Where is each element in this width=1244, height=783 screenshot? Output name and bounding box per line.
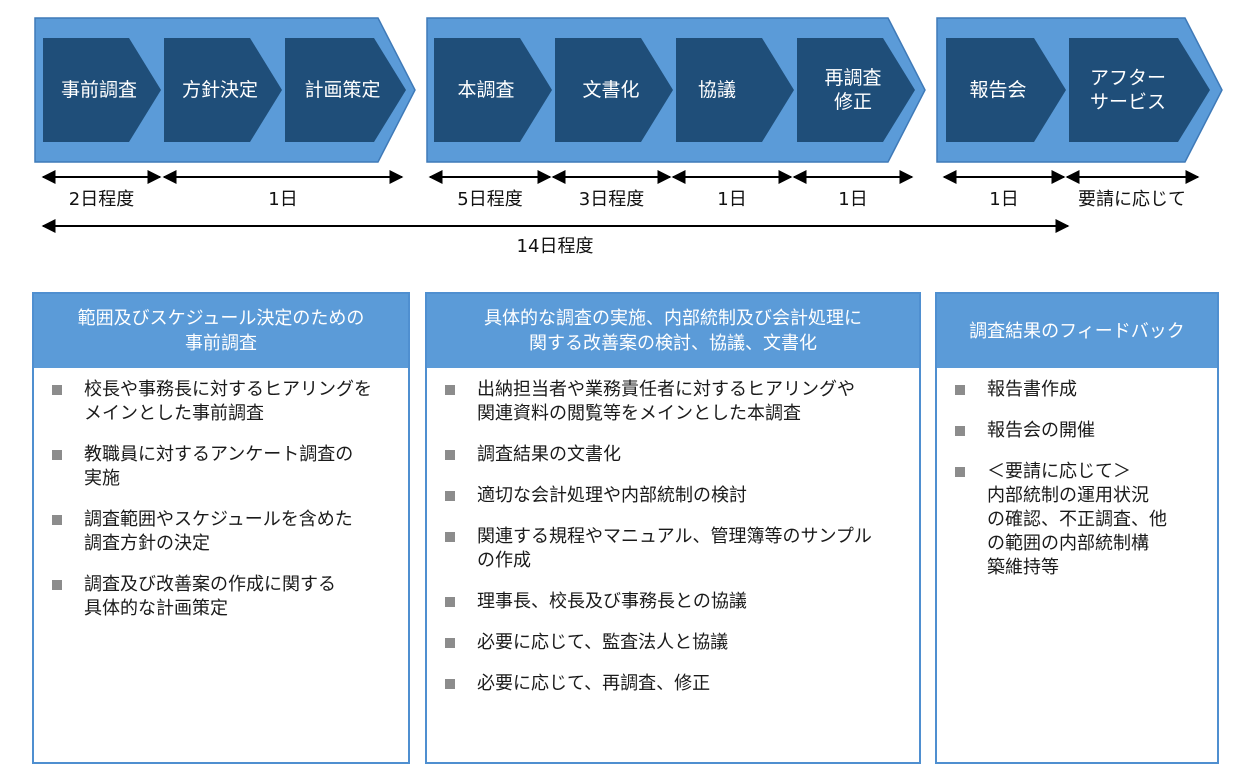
- step-chevron-5: [555, 38, 673, 142]
- panel-title: 具体的な調査の実施、内部統制及び会計処理に 関する改善案の検討、協議、文書化: [427, 294, 919, 368]
- list-item: 適切な会計処理や内部統制の検討: [445, 484, 911, 508]
- list-item: 校長や事務長に対するヒアリングを メインとした事前調査: [52, 378, 400, 426]
- panel-item-list: 報告書作成 報告会の開催 ＜要請に応じて＞ 内部統制の運用状況 の確認、不正調査…: [937, 368, 1217, 580]
- panel-item-list: 校長や事務長に対するヒアリングを メインとした事前調査 教職員に対するアンケート…: [34, 368, 408, 621]
- panel-feedback: 調査結果のフィードバック 報告書作成 報告会の開催 ＜要請に応じて＞ 内部統制の…: [935, 292, 1219, 764]
- duration-label-4: 3日程度: [578, 189, 645, 210]
- total-duration-label: 14日程度: [516, 236, 594, 257]
- list-item: 調査範囲やスケジュールを含めた 調査方針の決定: [52, 508, 400, 556]
- square-bullet-icon: [445, 491, 455, 501]
- step-label-4: 本調査: [457, 79, 515, 101]
- square-bullet-icon: [445, 450, 455, 460]
- list-item: 関連する規程やマニュアル、管理簿等のサンプル の作成: [445, 525, 911, 573]
- square-bullet-icon: [955, 467, 965, 477]
- step-chevron-4: [434, 38, 552, 142]
- list-item: 必要に応じて、監査法人と協議: [445, 631, 911, 655]
- step-label-6: 協議: [697, 79, 736, 101]
- list-item: 報告会の開催: [955, 419, 1209, 443]
- list-item: 出納担当者や業務責任者に対するヒアリングや 関連資料の閲覧等をメインとした本調査: [445, 378, 911, 426]
- step-chevron-3: [285, 38, 406, 142]
- step-label-8: 報告会: [969, 79, 1027, 101]
- step-label-7: 再調査 修正: [824, 67, 882, 113]
- list-item: 必要に応じて、再調査、修正: [445, 672, 911, 696]
- step-chevron-6: [676, 38, 794, 142]
- duration-label-5: 1日: [717, 189, 747, 210]
- step-chevron-8: [946, 38, 1066, 142]
- square-bullet-icon: [52, 580, 62, 590]
- panel-main-survey: 具体的な調査の実施、内部統制及び会計処理に 関する改善案の検討、協議、文書化 出…: [425, 292, 921, 764]
- step-label-5: 文書化: [582, 79, 640, 101]
- duration-label-1: 2日程度: [68, 189, 135, 210]
- step-label-2: 方針決定: [181, 79, 258, 101]
- panel-title: 範囲及びスケジュール決定のための 事前調査: [34, 294, 408, 368]
- square-bullet-icon: [445, 532, 455, 542]
- duration-label-7: 1日: [989, 189, 1019, 210]
- list-item: 調査及び改善案の作成に関する 具体的な計画策定: [52, 573, 400, 621]
- duration-label-3: 5日程度: [457, 189, 523, 210]
- square-bullet-icon: [955, 426, 965, 436]
- square-bullet-icon: [52, 450, 62, 460]
- square-bullet-icon: [445, 385, 455, 395]
- square-bullet-icon: [445, 638, 455, 648]
- duration-label-6: 1日: [838, 189, 868, 210]
- step-label-9: アフター サービス: [1089, 67, 1166, 113]
- square-bullet-icon: [52, 515, 62, 525]
- step-chevron-7: [797, 38, 915, 142]
- step-chevron-1: [43, 38, 161, 142]
- list-item: 報告書作成: [955, 378, 1209, 402]
- square-bullet-icon: [955, 385, 965, 395]
- list-item: 教職員に対するアンケート調査の 実施: [52, 443, 400, 491]
- square-bullet-icon: [445, 679, 455, 689]
- panel-preliminary-survey: 範囲及びスケジュール決定のための 事前調査 校長や事務長に対するヒアリングを メ…: [32, 292, 410, 764]
- panel-item-list: 出納担当者や業務責任者に対するヒアリングや 関連資料の閲覧等をメインとした本調査…: [427, 368, 919, 696]
- list-item: 理事長、校長及び事務長との協議: [445, 590, 911, 614]
- step-chevron-2: [164, 38, 282, 142]
- square-bullet-icon: [445, 597, 455, 607]
- list-item: 調査結果の文書化: [445, 443, 911, 467]
- duration-label-8: 要請に応じて: [1078, 189, 1186, 210]
- square-bullet-icon: [52, 385, 62, 395]
- step-chevron-9: [1069, 38, 1210, 142]
- step-label-3: 計画策定: [304, 79, 381, 101]
- step-label-1: 事前調査: [60, 79, 137, 101]
- list-item: ＜要請に応じて＞ 内部統制の運用状況 の確認、不正調査、他 の範囲の内部統制構 …: [955, 460, 1209, 580]
- panel-title: 調査結果のフィードバック: [937, 294, 1217, 368]
- duration-label-2: 1日: [268, 189, 298, 210]
